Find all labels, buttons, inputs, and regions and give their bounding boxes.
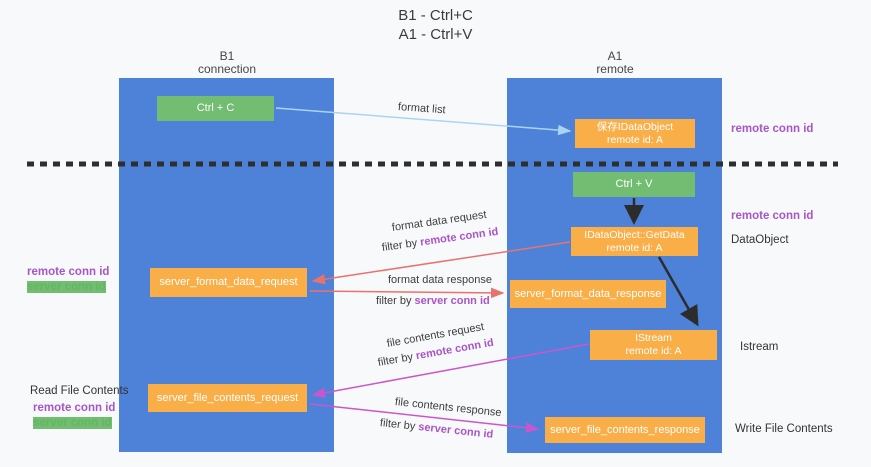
annotation-dataobject: DataObject — [731, 234, 789, 246]
filter-prefix: filter by — [379, 417, 416, 433]
node-server-format-data-response: server_format_data_response — [510, 280, 666, 308]
node-istream-line2: remote id: A — [625, 345, 682, 357]
node-save-idataobject-line2: remote id: A — [606, 133, 664, 146]
node-idataobject-getdata-line1: IDataObject::GetData — [584, 228, 685, 241]
node-save-idataobject-line1: 保存IDataObject — [596, 120, 674, 133]
label-format-list: format list — [397, 101, 446, 117]
node-ctrl-c: Ctrl + C — [157, 96, 274, 121]
annotation-remote-conn-id-right-mid: remote conn id — [731, 210, 814, 222]
node-server-file-contents-response-label: server_file_contents_response — [550, 423, 700, 436]
node-ctrl-v: Ctrl + V — [573, 172, 695, 197]
filter-prefix: filter by — [376, 350, 414, 369]
filter-prefix: filter by — [376, 295, 412, 307]
node-server-file-contents-request-label: server_file_contents_request — [156, 391, 299, 404]
node-server-file-contents-response: server_file_contents_response — [545, 417, 705, 443]
annotation-write-file-contents: Write File Contents — [735, 423, 833, 435]
node-istream-line1: IStream — [635, 332, 672, 344]
node-server-format-data-response-label: server_format_data_response — [514, 287, 662, 300]
node-server-file-contents-request: server_file_contents_request — [148, 384, 307, 412]
column-b1-name: B1 — [219, 49, 235, 63]
node-ctrl-v-label: Ctrl + V — [615, 178, 653, 190]
column-header-a1: A1 remote — [540, 50, 690, 76]
label-format-data-response: format data response — [388, 274, 492, 286]
column-b1-subtitle: connection — [197, 62, 257, 76]
node-server-format-data-request-label: server_format_data_request — [159, 276, 298, 288]
annotation-server-conn-id-left-bottom: server conn id — [33, 417, 112, 429]
label-format-data-response-filter: filter by server conn id — [376, 295, 490, 307]
diagram-title: B1 - Ctrl+C A1 - Ctrl+V — [0, 6, 871, 44]
title-line-1: B1 - Ctrl+C — [398, 7, 473, 24]
filter-key-server-conn-id: server conn id — [414, 295, 490, 307]
label-file-contents-response: file contents response — [394, 396, 503, 420]
annotation-istream: Istream — [740, 341, 779, 353]
node-idataobject-getdata: IDataObject::GetData remote id: A — [571, 227, 698, 256]
annotation-server-conn-id-left-top: server conn id — [27, 281, 106, 293]
filter-key-remote-conn-id: remote conn id — [419, 225, 500, 249]
column-a1-subtitle: remote — [596, 62, 634, 76]
column-a1-name: A1 — [607, 49, 623, 63]
annotation-read-file-contents: Read File Contents — [30, 385, 129, 397]
arrow-format-data-response — [309, 287, 505, 299]
filter-key-server-conn-id: server conn id — [417, 421, 494, 441]
node-server-format-data-request: server_format_data_request — [150, 268, 307, 297]
annotation-remote-conn-id-right-top: remote conn id — [731, 123, 814, 135]
annotation-remote-conn-id-left-bottom: remote conn id — [33, 402, 116, 414]
label-file-contents-response-filter: filter by server conn id — [379, 417, 493, 441]
filter-prefix: filter by — [381, 237, 418, 254]
column-header-b1: B1 connection — [152, 50, 302, 76]
node-ctrl-c-label: Ctrl + C — [196, 102, 235, 114]
node-istream: IStream remote id: A — [590, 330, 717, 360]
node-save-idataobject: 保存IDataObject remote id: A — [575, 119, 695, 148]
node-idataobject-getdata-line2: remote id: A — [606, 241, 663, 254]
annotation-remote-conn-id-left-top: remote conn id — [27, 266, 110, 278]
title-line-2: A1 - Ctrl+V — [398, 26, 473, 43]
